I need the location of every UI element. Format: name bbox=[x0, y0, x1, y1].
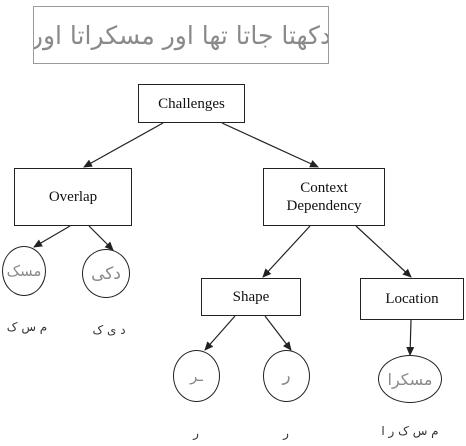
glyph-shape-left: ـر bbox=[190, 367, 203, 385]
urdu-text: دکھتا جاتا تھا اور مسکراتا اور bbox=[33, 20, 329, 50]
arrow-context-to-location bbox=[355, 225, 412, 278]
node-shape: Shape bbox=[201, 278, 301, 316]
caption-shape-right: ر bbox=[283, 426, 289, 440]
node-overlap-label: Overlap bbox=[48, 189, 98, 205]
circle-shape-left: ـر bbox=[173, 350, 220, 402]
node-location: Location bbox=[360, 278, 464, 320]
arrow-root-to-overlap bbox=[83, 122, 164, 168]
caption-overlap-right: د ی ک bbox=[92, 323, 126, 337]
circle-location: مسکرا bbox=[378, 355, 442, 403]
node-location-label: Location bbox=[385, 291, 439, 307]
node-overlap: Overlap bbox=[14, 168, 132, 226]
node-shape-label: Shape bbox=[232, 289, 270, 305]
node-challenges: Challenges bbox=[138, 84, 245, 123]
arrow-shape-to-right-circle bbox=[264, 315, 292, 351]
node-context-label-line1: Context bbox=[300, 180, 348, 196]
glyph-overlap-right: دکی bbox=[91, 263, 121, 284]
circle-overlap-right: دکی bbox=[82, 249, 130, 298]
urdu-text-image: دکھتا جاتا تھا اور مسکراتا اور bbox=[33, 6, 329, 64]
arrow-shape-to-left-circle bbox=[204, 315, 236, 351]
glyph-shape-right: ر bbox=[282, 366, 291, 386]
circle-overlap-left: مسک bbox=[2, 246, 46, 296]
glyph-location: مسکرا bbox=[387, 369, 433, 389]
arrow-root-to-context bbox=[221, 122, 319, 168]
arrow-overlap-to-right-circle bbox=[88, 225, 114, 251]
glyph-overlap-left: مسک bbox=[6, 262, 42, 280]
node-context-label-line2: Dependency bbox=[286, 198, 362, 214]
node-challenges-label: Challenges bbox=[158, 95, 225, 112]
arrow-context-to-shape bbox=[262, 225, 311, 278]
caption-location: م س ک ر ا bbox=[381, 424, 439, 438]
node-context-dependency: Context Dependency bbox=[263, 168, 385, 226]
arrow-location-to-circle bbox=[406, 319, 415, 356]
caption-shape-left: ر bbox=[193, 426, 199, 440]
circle-shape-right: ر bbox=[263, 350, 310, 402]
caption-overlap-left: م س ک bbox=[6, 320, 48, 334]
arrow-overlap-to-left-circle bbox=[33, 225, 71, 248]
